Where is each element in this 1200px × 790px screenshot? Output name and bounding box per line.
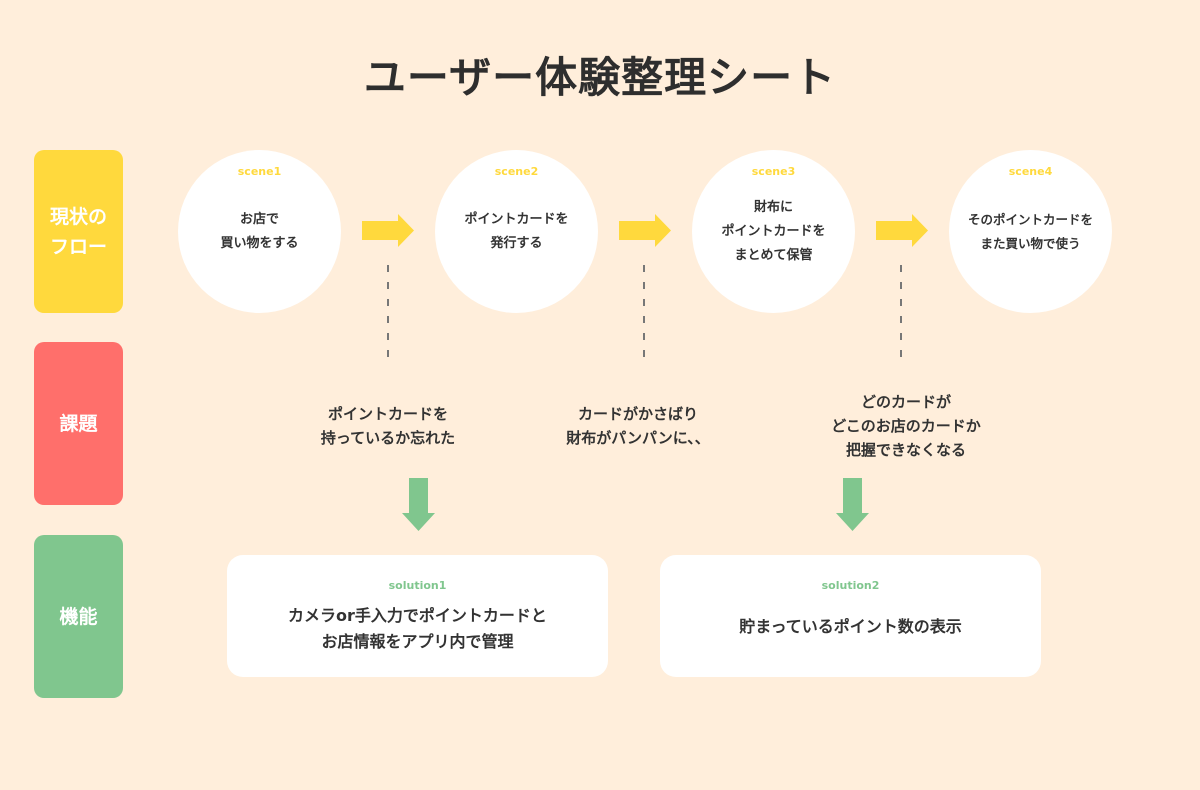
arrow-right-icon [619,214,671,247]
solution-card-1: solution1 カメラor手入力でポイントカードと お店情報をアプリ内で管理 [227,555,608,677]
scene-tag: scene4 [1008,165,1053,178]
solution-card-2: solution2 貯まっているポイント数の表示 [660,555,1041,677]
scene-text: ポイントカードを 発行する [464,212,569,251]
scene-text: そのポイントカードを また買い物で使う [967,212,1093,251]
scene-circle-1: scene1 お店で 買い物をする [178,150,341,313]
solution-text: 貯まっているポイント数の表示 [739,617,962,636]
scene-circle-4: scene4 そのポイントカードを また買い物で使う [949,150,1112,313]
issue-text-3: どのカードが どこのお店のカードか 把握できなくなる [831,393,981,459]
issue-text-1: ポイントカードを 持っているか忘れた [320,405,456,447]
solution-text: カメラor手入力でポイントカードと お店情報をアプリ内で管理 [288,606,547,651]
row-label-current-flow: 現状の フロー [34,150,123,313]
row-label-functions: 機能 [34,535,123,698]
scene-tag: scene2 [494,165,539,178]
arrow-down-icon [402,478,435,531]
arrow-right-icon [362,214,414,247]
solution-tag: solution2 [821,579,880,592]
scene-text: 財布に ポイントカードを まとめて保管 [721,200,826,263]
arrow-down-icon [836,478,869,531]
arrow-right-icon [876,214,928,247]
scene-text: お店で 買い物をする [220,212,299,251]
scene-circle-3: scene3 財布に ポイントカードを まとめて保管 [692,150,855,313]
scene-circle-2: scene2 ポイントカードを 発行する [435,150,598,313]
page-title: ユーザー体験整理シート [363,53,837,102]
dashed-connector [900,265,902,365]
scene-tag: scene3 [751,165,796,178]
issue-text-2: カードがかさばり 財布がパンパンに、、 [566,405,710,447]
dashed-connector [643,265,645,365]
scene-tag: scene1 [237,165,282,178]
solution-tag: solution1 [388,579,447,592]
dashed-connector [387,265,389,365]
row-label-issues: 課題 [34,342,123,505]
